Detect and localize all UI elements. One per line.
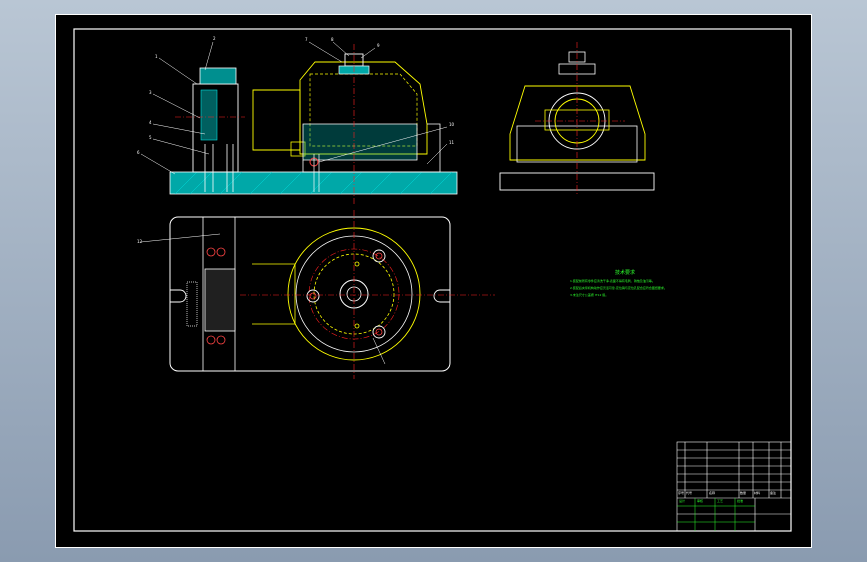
workpiece-body — [299, 61, 428, 155]
workpiece-bore — [252, 89, 301, 151]
note-line-1: 1.装配前所有零件应清洗干净,表面不得有毛刺、锈蚀及油污等。 — [570, 279, 655, 283]
tb-approver: 批准 — [737, 499, 744, 503]
tb-reviewer: 审核 — [697, 499, 704, 503]
svg-text:10: 10 — [449, 122, 455, 127]
svg-text:9: 9 — [377, 43, 380, 48]
side-workpiece — [509, 85, 646, 161]
svg-text:3: 3 — [149, 90, 152, 95]
technical-requirements-title: 技术要求 — [615, 270, 636, 276]
top-workpiece-neck — [252, 263, 296, 325]
tb-header-remark: 备注 — [770, 491, 777, 495]
tb-header-name: 名称 — [709, 491, 716, 495]
title-block-grid — [676, 441, 792, 532]
inner-border — [73, 28, 792, 532]
tb-header-material: 材料 — [754, 491, 761, 495]
tb-process: 工艺 — [717, 499, 724, 503]
front-section-view[interactable]: 1 2 3 4 5 6 7 8 9 10 11 — [137, 36, 458, 204]
svg-text:1: 1 — [155, 54, 158, 59]
tb-header-code: 代号 — [686, 491, 693, 495]
svg-text:8: 8 — [331, 37, 334, 42]
outer-frame — [55, 14, 812, 548]
tb-designer: 设计 — [679, 499, 686, 503]
workpiece-inner — [309, 73, 418, 147]
locating-block — [302, 123, 418, 161]
title-block-green-cells — [677, 498, 755, 531]
left-u-slot — [170, 289, 187, 303]
right-u-slot — [433, 289, 450, 303]
svg-text:6: 6 — [137, 150, 140, 155]
note-line-3: 3.未注尺寸公差按 IT12 级。 — [570, 293, 609, 297]
top-view[interactable]: 12 — [137, 210, 495, 379]
clamp-jaw — [204, 268, 236, 332]
svg-text:12: 12 — [137, 239, 143, 244]
title-block[interactable]: 序号 代号 名称 数量 材料 备注 设计 审核 工艺 批准 — [677, 442, 791, 531]
svg-text:2: 2 — [213, 36, 216, 41]
tb-header-qty: 数量 — [740, 491, 747, 495]
svg-text:7: 7 — [305, 37, 308, 42]
tb-header-index: 序号 — [678, 491, 685, 495]
side-view[interactable] — [499, 42, 655, 196]
top-plate — [169, 216, 451, 372]
support-hatch — [200, 89, 218, 141]
svg-text:11: 11 — [449, 140, 455, 145]
clamp-head — [199, 67, 237, 85]
svg-text:5: 5 — [149, 135, 152, 140]
base-hatch — [174, 171, 453, 195]
note-line-2: 2.装配后夹紧机构动作应灵活可靠,定位销与定位孔配合应符合图纸要求。 — [570, 286, 667, 290]
svg-text:4: 4 — [149, 120, 152, 125]
top-workpiece-flange — [287, 227, 421, 361]
leader-lines — [140, 41, 448, 175]
